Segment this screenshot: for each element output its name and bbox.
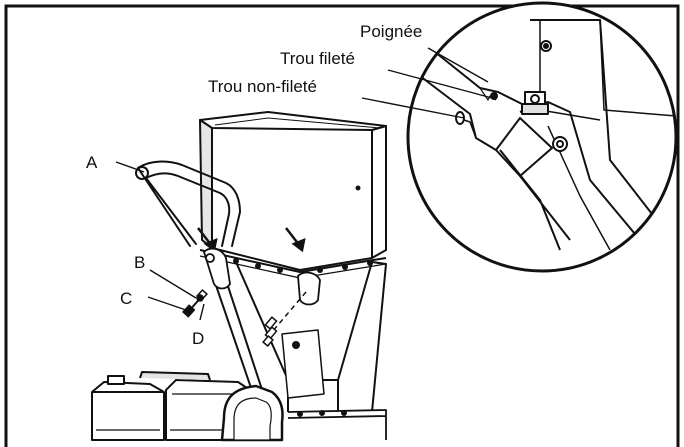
left-hardware [182,288,208,318]
right-bolt [262,316,278,348]
left-mount-bracket [202,247,231,290]
label-poignee: Poignée [360,22,422,41]
direction-arrows [197,227,306,253]
label-trou-filete: Trou fileté [280,49,355,68]
label-d: D [192,329,204,348]
collar-bolts [233,258,373,273]
label-a: A [86,153,98,172]
label-c: C [120,289,132,308]
engine [91,371,387,442]
figure-border [4,4,680,447]
right-mount-bracket [297,271,321,306]
detail-inset [406,1,678,273]
callout-labels: Poignée Trou fileté Trou non-fileté A B … [86,22,422,348]
label-trou-non-filete: Trou non-fileté [208,77,317,96]
label-b: B [134,253,145,272]
leader-lines [115,47,493,321]
hopper [199,111,387,413]
